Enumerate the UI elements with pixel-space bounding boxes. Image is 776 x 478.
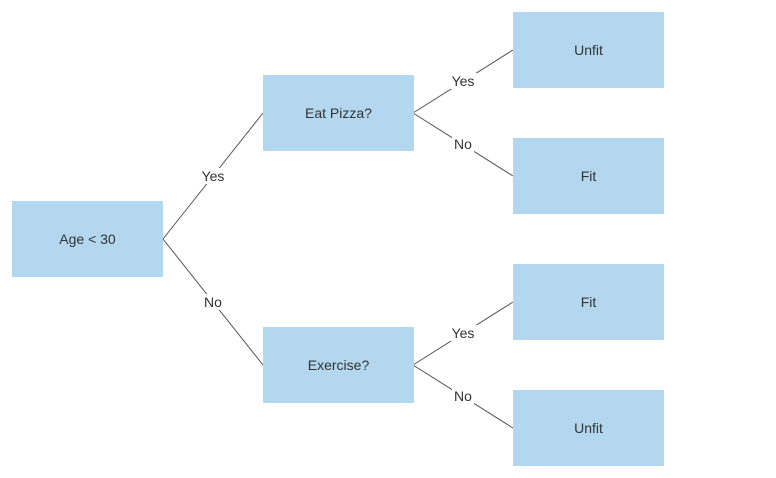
edge-label-root-to-pizza: Yes [199,168,227,184]
node-unfit-bottom[interactable]: Unfit [513,390,664,466]
node-label-eat-pizza: Eat Pizza? [305,105,372,121]
node-fit-upper[interactable]: Fit [513,138,664,214]
node-eat-pizza[interactable]: Eat Pizza? [263,75,414,151]
edge-label-pizza-to-unfit: Yes [449,73,477,89]
node-label-exercise: Exercise? [307,357,370,373]
node-label-unfit-top: Unfit [574,42,603,58]
node-label-root: Age < 30 [59,231,116,247]
edge-label-pizza-to-fit: No [452,136,474,152]
node-unfit-top[interactable]: Unfit [513,12,664,88]
node-fit-lower[interactable]: Fit [513,264,664,340]
node-exercise[interactable]: Exercise? [263,327,414,403]
node-label-fit-upper: Fit [580,168,597,184]
edge-label-exercise-to-fit: Yes [449,325,477,341]
node-label-unfit-bottom: Unfit [574,420,603,436]
node-root[interactable]: Age < 30 [12,201,163,277]
node-label-fit-lower: Fit [580,294,597,310]
edge-label-exercise-to-unfit: No [452,388,474,404]
edge-label-root-to-exercise: No [202,294,224,310]
